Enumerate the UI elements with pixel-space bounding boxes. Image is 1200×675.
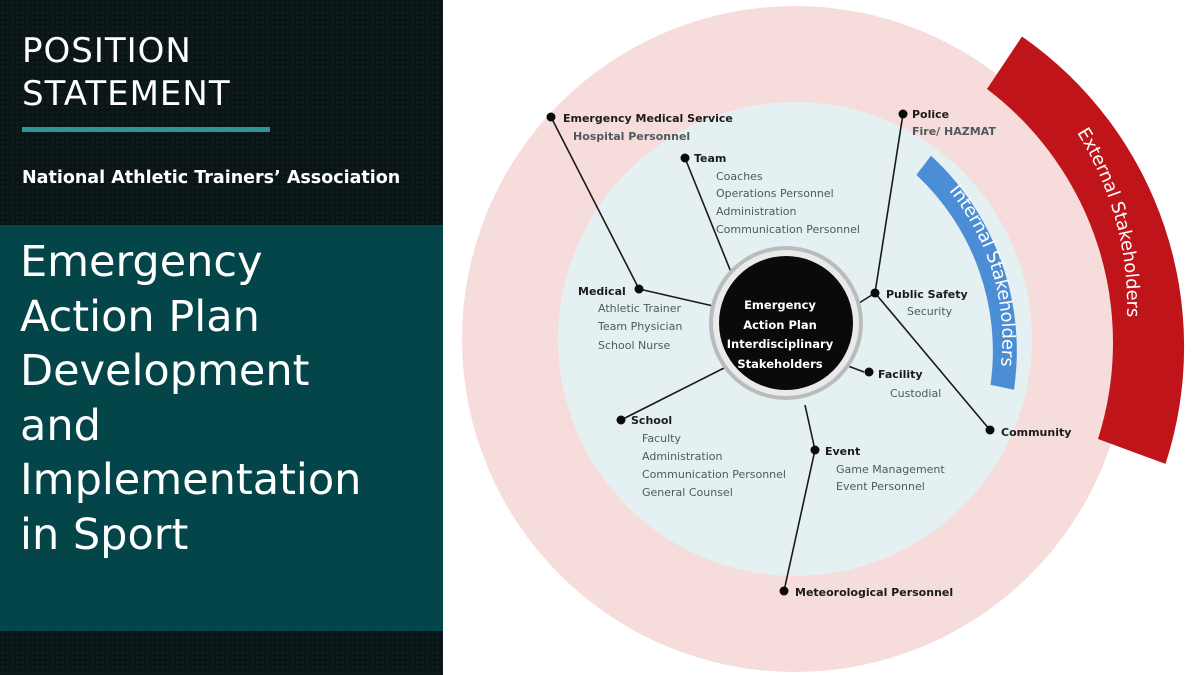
connector-lines <box>550 113 991 592</box>
node-team: Team Coaches Operations Personnel Admini… <box>680 152 860 236</box>
node-name: Meteorological Personnel <box>795 586 953 599</box>
connector-police-public-safety <box>874 113 904 294</box>
node-medical: Medical Athletic Trainer Team Physician … <box>578 284 682 352</box>
node-sub: General Counsel <box>642 486 733 499</box>
title-line: in Sport <box>20 509 189 560</box>
heading-line: STATEMENT <box>22 74 231 114</box>
node-name: Emergency Medical Service <box>563 112 733 125</box>
node-dot <box>870 288 880 298</box>
node-sub: Communication Personnel <box>642 468 786 481</box>
title-line: Emergency <box>20 237 263 287</box>
node-sub: Coaches <box>716 170 763 183</box>
node-facility: Facility Custodial <box>864 367 941 400</box>
connector-community <box>874 292 991 431</box>
node-community: Community <box>985 425 1071 439</box>
connector-ems-medical <box>550 116 640 290</box>
title-line: Implementation <box>20 455 362 505</box>
node-name: Event <box>825 445 860 458</box>
connector-facility <box>847 365 865 373</box>
position-statement-heading: POSITION STATEMENT <box>22 30 231 116</box>
connector-school <box>620 364 731 421</box>
title-line: Action Plan <box>20 291 260 342</box>
node-name: Community <box>1001 426 1071 439</box>
center-line: Action Plan <box>743 318 817 332</box>
node-sub: School Nurse <box>598 339 670 352</box>
node-name: School <box>631 414 672 427</box>
node-sub: Game Management <box>836 463 945 476</box>
connector-event <box>804 404 816 451</box>
node-sub: Communication Personnel <box>716 223 860 236</box>
heading-line: POSITION <box>22 31 192 71</box>
node-police: Police Fire/ HAZMAT <box>898 108 996 138</box>
node-dot <box>634 284 644 294</box>
node-sub: Custodial <box>890 387 941 400</box>
node-name: Facility <box>878 368 923 381</box>
connector-meteorological <box>783 449 816 592</box>
node-sub: Faculty <box>642 432 681 445</box>
node-dot <box>779 586 789 596</box>
organization-name: National Athletic Trainers’ Association <box>22 168 401 188</box>
node-sub: Security <box>907 305 953 318</box>
title-line: Development <box>20 346 310 396</box>
accent-rule <box>22 127 270 132</box>
node-sub: Hospital Personnel <box>573 130 690 143</box>
node-dot <box>985 425 995 435</box>
node-sub: Athletic Trainer <box>598 302 682 315</box>
node-sub: Fire/ HAZMAT <box>912 125 996 138</box>
center-circle <box>719 256 853 390</box>
node-dot <box>810 445 820 455</box>
connector-team <box>684 157 736 283</box>
node-dot <box>680 153 690 163</box>
left-panel: POSITION STATEMENT National Athletic Tra… <box>0 0 443 675</box>
node-dot <box>864 367 874 377</box>
node-name: Public Safety <box>886 288 968 301</box>
node-name: Team <box>694 152 726 165</box>
center-line: Stakeholders <box>737 357 822 371</box>
center-line: Interdisciplinary <box>727 337 834 351</box>
node-dot <box>546 112 556 122</box>
node-sub: Event Personnel <box>836 480 925 493</box>
node-ems: Emergency Medical Service Hospital Perso… <box>546 112 733 143</box>
node-meteorological: Meteorological Personnel <box>779 586 953 599</box>
node-sub: Administration <box>716 205 797 218</box>
statement-title: Emergency Action Plan Development and Im… <box>20 235 361 562</box>
node-sub: Operations Personnel <box>716 187 834 200</box>
title-line: and <box>20 400 101 451</box>
node-name: Police <box>912 108 949 121</box>
node-school: School Faculty Administration Communicat… <box>616 414 786 499</box>
node-dot <box>898 109 908 119</box>
title-band: Emergency Action Plan Development and Im… <box>0 225 443 631</box>
node-name: Medical <box>578 285 626 298</box>
node-dot <box>616 415 626 425</box>
node-sub: Administration <box>642 450 723 463</box>
center-line: Emergency <box>744 298 816 312</box>
internal-stakeholders-arc <box>916 155 1017 390</box>
node-sub: Team Physician <box>597 320 682 333</box>
stakeholder-diagram: Internal Stakeholders External Stakehold… <box>462 6 1185 672</box>
connector-medical <box>638 288 723 309</box>
external-stakeholders-arc <box>987 36 1185 464</box>
node-public-safety: Public Safety Security <box>870 288 968 318</box>
node-event: Event Game Management Event Personnel <box>810 445 945 493</box>
